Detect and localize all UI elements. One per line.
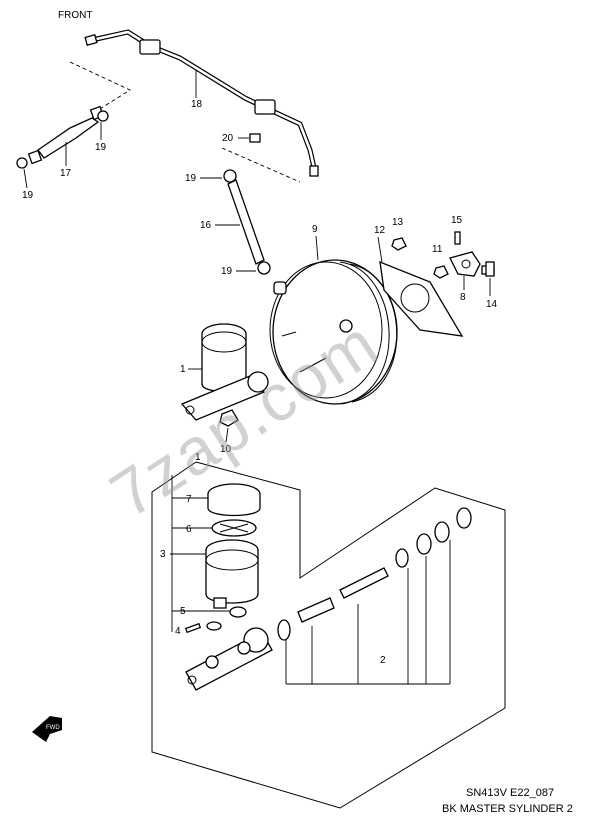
callout-16: 16 bbox=[200, 220, 212, 231]
clamp-19-a bbox=[97, 110, 109, 122]
callout-2: 2 bbox=[380, 655, 386, 666]
footer-title: BK MASTER SYLINDER 2 bbox=[442, 803, 573, 815]
strainer-6 bbox=[211, 519, 257, 537]
callout-6: 6 bbox=[186, 524, 192, 535]
nut-11 bbox=[433, 265, 449, 279]
bolt-14 bbox=[481, 261, 495, 277]
callout-20: 20 bbox=[222, 133, 234, 144]
bracket-8 bbox=[449, 251, 481, 277]
fwd-label: FWD bbox=[46, 725, 60, 731]
nut-13 bbox=[391, 237, 407, 251]
callout-10: 10 bbox=[220, 444, 232, 455]
leader-bracket-2 bbox=[285, 540, 451, 685]
guide-line-16 bbox=[221, 147, 301, 183]
callout-11: 11 bbox=[432, 244, 443, 255]
hose-16 bbox=[223, 169, 271, 275]
reservoir-cap-7 bbox=[207, 483, 261, 517]
vacuum-pipe-18 bbox=[84, 29, 319, 177]
grommet-5 bbox=[206, 606, 247, 631]
gasket-12 bbox=[379, 260, 464, 337]
callout-5: 5 bbox=[180, 606, 186, 617]
reservoir-3 bbox=[205, 539, 259, 609]
detail-frame bbox=[151, 461, 506, 809]
callout-13: 13 bbox=[392, 217, 404, 228]
callout-4: 4 bbox=[175, 626, 181, 637]
callout-19c: 19 bbox=[185, 173, 197, 184]
callout-15: 15 bbox=[451, 215, 463, 226]
top-label: FRONT bbox=[58, 10, 92, 21]
callout-8: 8 bbox=[460, 292, 466, 303]
clamp-19-b bbox=[16, 157, 28, 169]
cylinder-body bbox=[185, 627, 273, 691]
callout-1b: 1 bbox=[195, 452, 201, 463]
callout-19d: 19 bbox=[221, 266, 233, 277]
callout-17: 17 bbox=[60, 168, 72, 179]
guide-line-18a bbox=[69, 61, 131, 113]
bolt-20 bbox=[249, 133, 261, 143]
footer-code: SN413V E22_087 bbox=[466, 787, 554, 799]
pin-15 bbox=[454, 231, 461, 245]
forward-arrow-icon: FWD bbox=[32, 716, 62, 742]
callout-3: 3 bbox=[160, 549, 166, 560]
hose-17 bbox=[27, 105, 105, 165]
callout-1a: 1 bbox=[180, 364, 186, 375]
nut-10 bbox=[219, 409, 239, 427]
brake-booster-9 bbox=[269, 259, 398, 405]
callout-9: 9 bbox=[312, 224, 318, 235]
master-cylinder-1-upper bbox=[180, 323, 269, 421]
callout-19a: 19 bbox=[95, 142, 107, 153]
piston-kit-2 bbox=[277, 507, 472, 641]
callout-12: 12 bbox=[374, 225, 386, 236]
callout-19b: 19 bbox=[22, 190, 34, 201]
callout-7: 7 bbox=[186, 494, 192, 505]
callout-14: 14 bbox=[486, 299, 498, 310]
pin-4 bbox=[184, 622, 202, 634]
callout-18: 18 bbox=[191, 99, 203, 110]
